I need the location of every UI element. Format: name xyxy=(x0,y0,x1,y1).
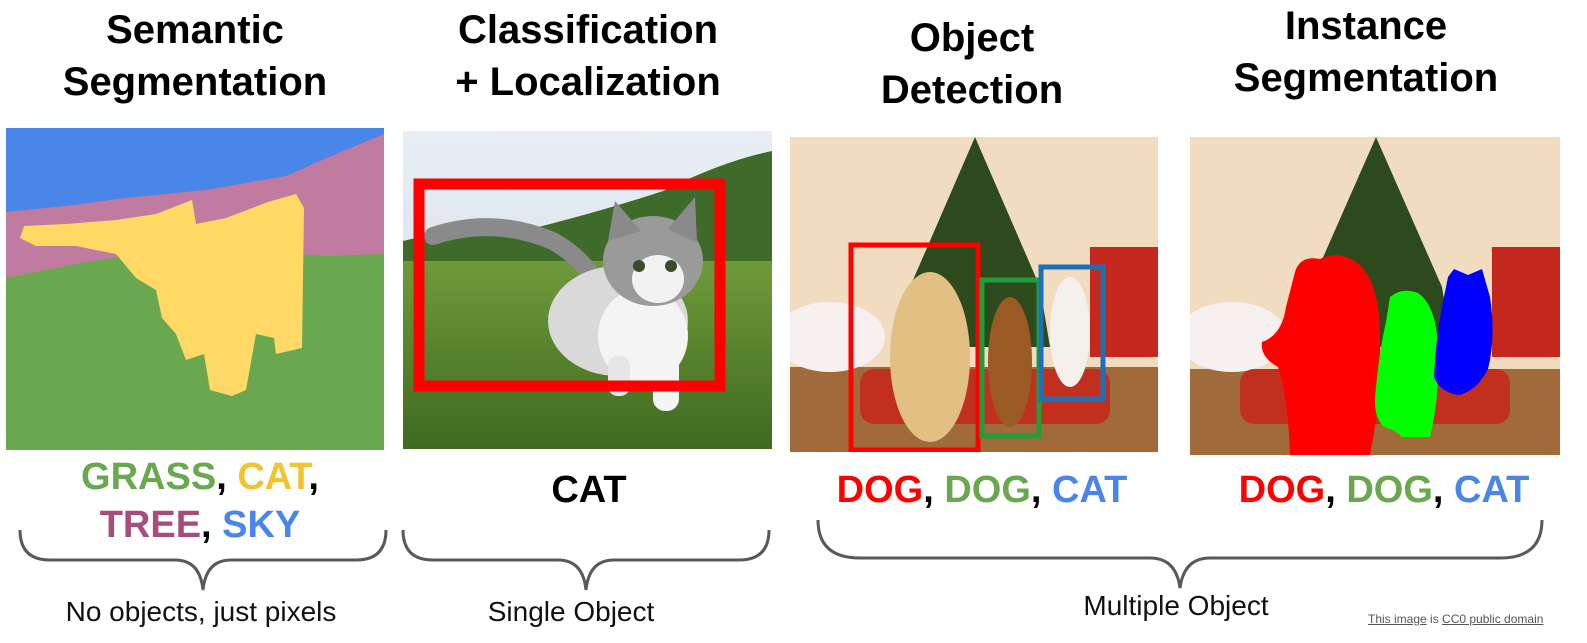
title-line: Instance xyxy=(1284,4,1448,48)
golden-retriever xyxy=(890,272,970,442)
sofa xyxy=(1492,247,1560,357)
title-semantic-segmentation: Semantic Segmentation xyxy=(63,4,327,108)
title-line: Classification xyxy=(457,8,719,52)
credit-middle: is xyxy=(1426,612,1443,626)
label-separator: , xyxy=(201,504,223,546)
dog-mask-green xyxy=(1375,290,1439,437)
title-line: Segmentation xyxy=(1233,56,1499,100)
dog-mask-red xyxy=(1261,255,1381,455)
label-separator: , xyxy=(923,469,945,511)
image-credit: This image is CC0 public domain xyxy=(1368,612,1543,626)
pillow xyxy=(790,302,885,372)
label-cat: CAT xyxy=(237,456,309,498)
kitten-tail xyxy=(424,218,597,280)
christmas-pets-photo-instance xyxy=(1190,137,1560,455)
title-line: Segmentation xyxy=(62,60,328,104)
kitten-eye-left xyxy=(633,260,645,272)
label-sky: SKY xyxy=(222,504,301,546)
cat-mask-blue xyxy=(1434,269,1493,395)
labels-classification: CAT xyxy=(551,466,626,514)
title-line: Object xyxy=(909,16,1035,60)
label-grass: GRASS xyxy=(81,456,217,498)
title-object-detection: Object Detection xyxy=(881,12,1063,116)
label-separator: , xyxy=(308,456,319,498)
credit-license-link[interactable]: CC0 public domain xyxy=(1442,612,1544,626)
curly-brace xyxy=(816,519,1544,589)
credit-prefix: This image xyxy=(1368,612,1427,626)
caption-no-objects: No objects, just pixels xyxy=(65,596,337,627)
title-instance-segmentation: Instance Segmentation xyxy=(1234,0,1498,104)
label-separator: , xyxy=(1432,469,1455,511)
title-line: Detection xyxy=(880,68,1064,112)
label-tree: TREE xyxy=(99,504,202,546)
label-dog-red: DOG xyxy=(836,469,924,511)
label-cat-blue: CAT xyxy=(1052,469,1128,511)
labels-detection: DOG, DOG, CAT xyxy=(837,466,1128,514)
semantic-segmentation-map xyxy=(6,128,384,450)
title-line: + Localization xyxy=(455,60,721,104)
dog-box-red xyxy=(848,242,981,452)
cat-box-blue xyxy=(1038,264,1106,402)
kitten-ear-left xyxy=(608,201,641,241)
labels-semantic: GRASS, CAT, TREE, SKY xyxy=(20,453,380,549)
label-dog-green: DOG xyxy=(944,469,1031,511)
kitten-ear-right xyxy=(668,197,697,243)
title-line: Semantic xyxy=(106,8,284,52)
label-separator: , xyxy=(216,456,238,498)
label-dog-red: DOG xyxy=(1238,469,1326,511)
cat-region xyxy=(20,194,304,396)
curly-brace xyxy=(401,529,771,591)
pillow xyxy=(1190,302,1287,372)
kitten-photo xyxy=(403,131,772,449)
curly-brace xyxy=(18,529,388,591)
title-classification-localization: Classification + Localization xyxy=(455,4,721,108)
caption-multiple-object: Multiple Object xyxy=(1083,590,1269,621)
label-separator: , xyxy=(1030,469,1053,511)
label-dog-green: DOG xyxy=(1346,469,1433,511)
labels-instance: DOG, DOG, CAT xyxy=(1239,466,1530,514)
caption-single-object: Single Object xyxy=(487,596,655,627)
white-cat xyxy=(1050,277,1090,387)
cocker-spaniel xyxy=(988,297,1032,427)
label-cat: CAT xyxy=(551,469,627,511)
label-cat-blue: CAT xyxy=(1454,469,1530,511)
kitten-eye-right xyxy=(665,260,677,272)
label-separator: , xyxy=(1325,469,1347,511)
christmas-pets-photo-detection xyxy=(790,137,1158,452)
cat-bounding-box xyxy=(413,178,726,392)
